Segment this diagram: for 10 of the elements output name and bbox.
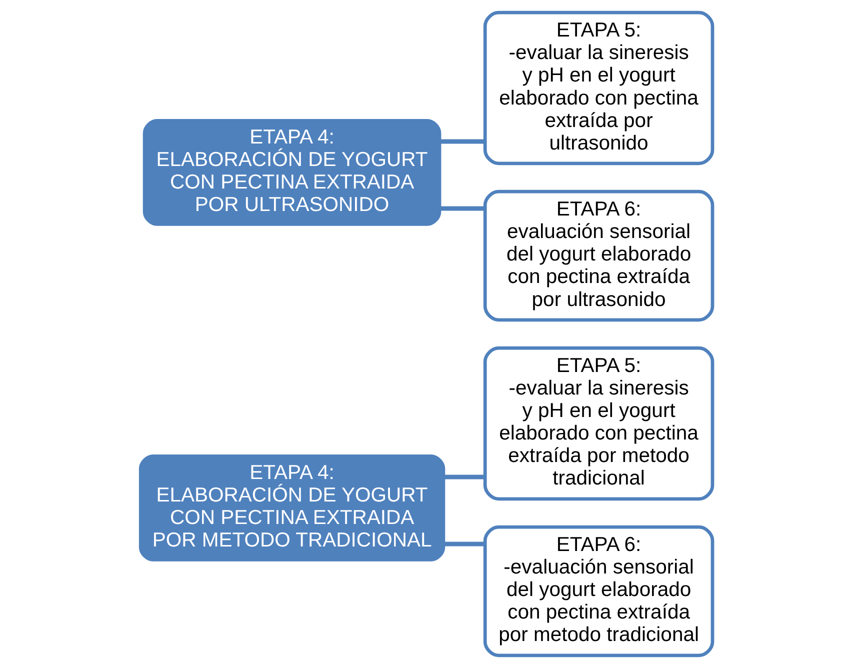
node-box: ETAPA 4: ELABORACIÓN DE YOGURT CON PECTINA EXTRAIDA POR ULTRASONIDO: [142, 118, 441, 226]
node-box: ETAPA 5: -evaluar la sineresis y pH en el yogurt elaborado con pectina extraída por ultrasonido: [482, 10, 714, 166]
connector: [440, 206, 484, 211]
node-box: ETAPA 6: -evaluación sensorial del yogurt elaborado con pectina extraída por metodo tradicional: [482, 525, 714, 658]
node-box: ETAPA 6: evaluación sensorial del yogurt elaborado con pectina extraída por ultrasonido: [482, 190, 714, 322]
node-box: ETAPA 4: ELABORACIÓN DE YOGURT CON PECTINA EXTRAIDA POR METODO TRADICIONAL: [138, 454, 445, 562]
connector: [444, 542, 485, 546]
node-box: ETAPA 5: -evaluar la sineresis y pH en el yogurt elaborado con pectina extraída por metodo tradicional: [482, 346, 714, 501]
connector: [444, 474, 485, 480]
connector: [440, 139, 484, 144]
